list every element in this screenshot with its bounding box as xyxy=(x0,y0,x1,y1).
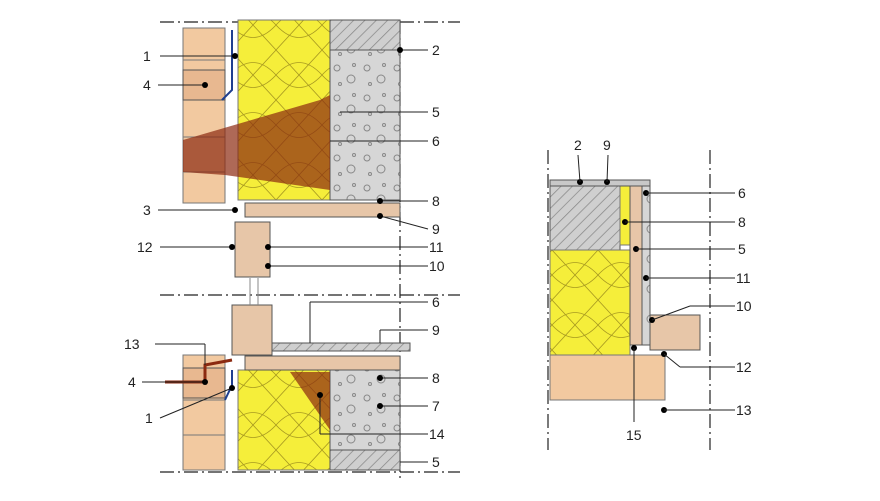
label-10: 10 xyxy=(429,258,445,274)
window-frame-top xyxy=(234,221,271,278)
left-section-detail xyxy=(160,19,460,478)
insulation-strip xyxy=(619,184,631,246)
slab-hatch-lower xyxy=(329,449,401,471)
label-8: 8 xyxy=(738,214,746,230)
label-6: 6 xyxy=(432,133,440,149)
window-frame-bottom xyxy=(231,304,273,356)
label-12: 12 xyxy=(736,359,752,375)
reveal-board xyxy=(629,184,643,346)
concrete-lower xyxy=(329,369,401,451)
right-labels: 2 9 6 8 5 11 10 12 13 15 xyxy=(574,137,752,443)
label-2: 2 xyxy=(574,137,582,153)
label-4: 4 xyxy=(143,77,151,93)
right-section-detail xyxy=(547,150,711,450)
label-6: 6 xyxy=(432,294,440,310)
label-11: 11 xyxy=(429,239,444,255)
label-4: 4 xyxy=(128,374,136,390)
left-labels: 1 2 4 5 6 3 8 9 12 11 10 6 9 13 8 4 7 1 xyxy=(124,42,445,470)
label-3: 3 xyxy=(143,202,151,218)
label-11: 11 xyxy=(736,270,751,286)
slab-hatch xyxy=(329,19,401,51)
label-5: 5 xyxy=(738,241,746,257)
label-1: 1 xyxy=(143,48,151,64)
brick-wall xyxy=(182,27,226,471)
window-frame-right xyxy=(649,314,701,351)
label-10: 10 xyxy=(736,298,752,314)
label-13: 13 xyxy=(124,336,140,352)
label-13: 13 xyxy=(736,402,752,418)
slab-hatch-right xyxy=(549,179,621,251)
label-1: 1 xyxy=(145,410,153,426)
label-9: 9 xyxy=(432,221,440,237)
reveal-plaster xyxy=(641,184,651,346)
label-7: 7 xyxy=(432,398,440,414)
label-5: 5 xyxy=(432,454,440,470)
concrete-upper xyxy=(329,49,401,201)
label-14: 14 xyxy=(429,426,445,442)
label-9: 9 xyxy=(603,137,611,153)
label-12: 12 xyxy=(137,239,153,255)
label-8: 8 xyxy=(432,370,440,386)
lintel-board xyxy=(244,202,401,218)
sill-plate xyxy=(254,342,411,352)
label-6: 6 xyxy=(738,185,746,201)
insulation-right xyxy=(549,249,631,356)
brick-right xyxy=(549,354,666,401)
label-15: 15 xyxy=(626,427,642,443)
sill-board xyxy=(244,355,401,371)
label-9: 9 xyxy=(432,322,440,338)
shadow-area xyxy=(183,95,330,190)
label-2: 2 xyxy=(432,42,440,58)
label-5: 5 xyxy=(432,104,440,120)
label-8: 8 xyxy=(432,193,440,209)
